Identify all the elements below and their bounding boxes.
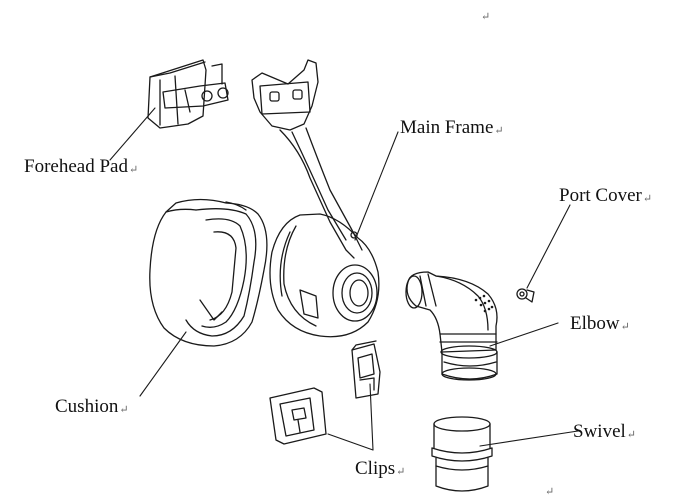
- paragraph-mark: ↵: [545, 486, 555, 498]
- label-swivel: Swivel↵: [573, 421, 636, 442]
- leader-clips-upper: [369, 383, 374, 451]
- cushion-part: [149, 198, 268, 347]
- leader-clips-lower: [327, 433, 374, 451]
- label-elbow: Elbow↵: [570, 313, 630, 334]
- label-cushion: Cushion↵: [55, 396, 129, 417]
- clip-part-upper: [351, 340, 381, 399]
- leader-swivel: [479, 430, 579, 447]
- port-cover-part: [516, 288, 535, 303]
- leader-cushion: [139, 331, 187, 397]
- main-frame-part: [251, 59, 380, 338]
- leader-main-frame: [354, 131, 399, 241]
- leader-elbow: [489, 322, 559, 347]
- leader-lines: [109, 107, 579, 451]
- paragraph-mark: ↵: [481, 11, 491, 23]
- swivel-part: [431, 416, 493, 492]
- label-clips: Clips↵: [355, 458, 406, 479]
- label-main-frame: Main Frame↵: [400, 117, 504, 138]
- leader-port-cover: [526, 204, 571, 289]
- forehead-pad-part: [147, 59, 229, 129]
- label-port-cover: Port Cover↵: [559, 185, 653, 206]
- label-forehead-pad: Forehead Pad↵: [24, 156, 139, 177]
- clip-part-lower: [269, 387, 327, 445]
- elbow-part: [405, 271, 498, 381]
- leader-forehead-pad: [109, 107, 156, 161]
